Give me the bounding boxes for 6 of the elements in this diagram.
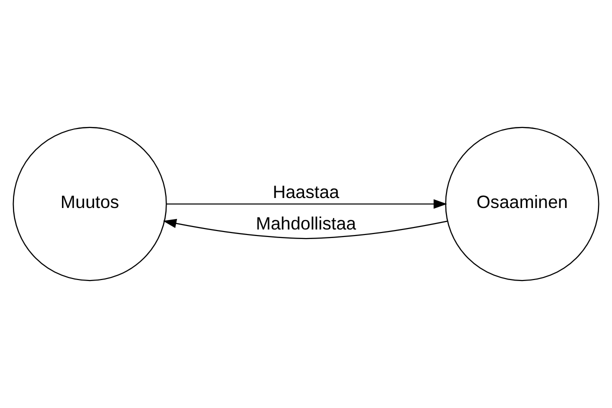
edge-label: Haastaa	[272, 182, 340, 202]
arrow	[166, 199, 448, 209]
node-circle: Osaaminen	[445, 126, 600, 282]
arrow	[162, 218, 448, 240]
edge-label: Mahdollistaa	[256, 213, 356, 234]
node-circle: Muutos	[12, 126, 167, 282]
